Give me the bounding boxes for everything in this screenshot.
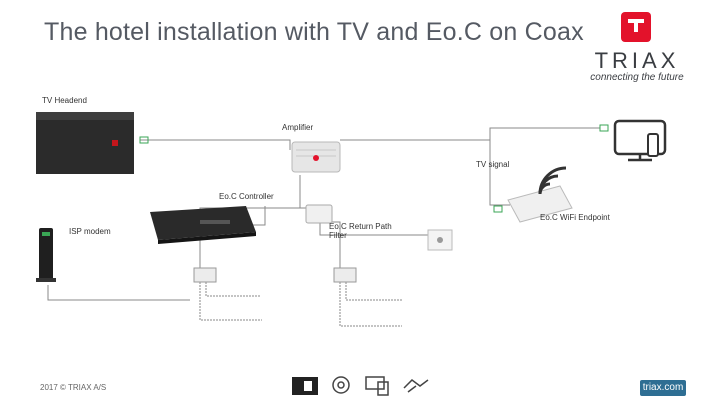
cable-drop-2a [339, 282, 402, 327]
triax-logo-tagline: connecting the future [590, 72, 684, 83]
wifi-icon [538, 166, 567, 195]
cable-drop-1b [205, 282, 260, 297]
wall-outlet-device [427, 229, 453, 251]
cable-headend-amplifier [140, 139, 291, 150]
label-tv-headend: TV Headend [42, 96, 87, 105]
cable-modem-controller [47, 285, 190, 301]
connector-endpoint [493, 205, 503, 213]
label-eoc-controller: Eo.C Controller [219, 192, 274, 201]
splitter-2 [333, 267, 357, 283]
handshake-icon [403, 379, 429, 393]
label-isp-modem: ISP modem [69, 227, 111, 236]
triax-logo: TRIAX connecting the future [583, 8, 691, 88]
splitter-1 [193, 267, 217, 283]
connector-tv [599, 124, 609, 132]
connector-headend [139, 136, 149, 144]
eoc-return-path-filter-device [305, 204, 333, 224]
amplifier-device [291, 141, 341, 173]
label-eoc-wifi-endpoint: Eo.C WiFi Endpoint [540, 213, 610, 222]
cable-controller-link [250, 206, 266, 226]
footer-copyright: 2017 © TRIAX A/S [40, 383, 107, 392]
cable-to-splitter-2 [330, 221, 341, 268]
cable-amplifier-tv [340, 127, 600, 141]
label-amplifier: Amplifier [282, 123, 314, 132]
cable-to-splitter-1 [199, 207, 300, 270]
cable-drop-2b [345, 282, 402, 301]
isp-modem-device [36, 228, 56, 282]
devices-icon [365, 376, 389, 396]
cable-amplifier-endpoint [489, 140, 510, 206]
triax-logo-word: TRIAX [594, 48, 680, 73]
eoc-controller-device [150, 206, 256, 244]
music-icon [332, 376, 350, 394]
cable-drop-1a [199, 282, 262, 321]
slide-title: The hotel installation with TV and Eo.C … [44, 18, 584, 46]
coax-cables [47, 127, 600, 327]
triax-logo-mark [621, 12, 651, 42]
label-eoc-return-path-filter: Eo.C Return Path Filter [329, 222, 392, 240]
tv-headend-device [36, 112, 134, 174]
tv-icon [613, 119, 667, 162]
eoc-wifi-endpoint-device [507, 185, 573, 223]
tv-icon [292, 377, 318, 395]
label-tv-signal: TV signal [476, 160, 510, 169]
site-badge[interactable]: triax.com [640, 380, 686, 396]
